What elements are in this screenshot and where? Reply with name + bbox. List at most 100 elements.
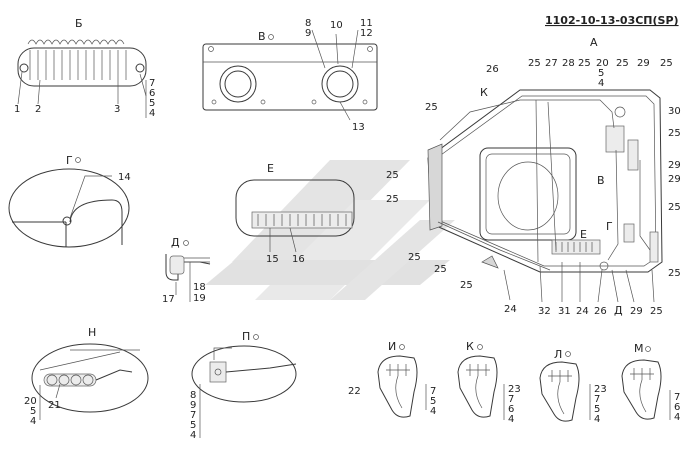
label-a-26: 26: [486, 64, 499, 75]
view-p: П 8 9 7 5 4: [190, 330, 297, 441]
label-l-5: 5: [594, 404, 600, 415]
view-d-label: Д: [171, 236, 180, 249]
label-b-7: 7: [149, 78, 155, 89]
label-k-4: 4: [508, 414, 514, 425]
label-i-7: 7: [430, 386, 436, 397]
view-n: Н 20 5 4 21: [24, 326, 149, 427]
view-v: В 8 9 10 11 12 13: [202, 18, 378, 133]
view-b: Б 1 2 3 7 6 5 4: [14, 17, 155, 119]
label-m-7: 7: [674, 392, 680, 403]
label-n-5: 5: [30, 406, 36, 417]
label-a-25j: 25: [408, 252, 421, 263]
label-l-4: 4: [594, 414, 600, 425]
label-i-4: 4: [430, 406, 436, 417]
label-b-5: 5: [149, 98, 155, 109]
label-b-1: 1: [14, 104, 20, 115]
label-a-V: В: [597, 174, 605, 187]
drawing-title: 1102-10-13-03СП(SP): [545, 14, 679, 27]
view-d: Д 17 18 19: [162, 236, 211, 305]
label-a-27: 27: [545, 58, 558, 69]
label-a-25f: 25: [668, 128, 681, 139]
label-p-5: 5: [190, 420, 196, 431]
view-n-label: Н: [88, 326, 96, 339]
view-e: Е 15 16: [235, 162, 355, 265]
label-n-21: 21: [48, 400, 61, 411]
label-m-4: 4: [674, 412, 680, 423]
label-m-6: 6: [674, 402, 680, 413]
view-i-label: И: [388, 340, 396, 353]
label-a-29b: 29: [668, 160, 681, 171]
label-d-19: 19: [193, 293, 206, 304]
label-b-4: 4: [149, 108, 155, 119]
label-a-32: 32: [538, 306, 551, 317]
label-a-E: Е: [580, 228, 587, 241]
label-b-2: 2: [35, 104, 41, 115]
view-b-label: Б: [75, 17, 83, 30]
label-k-23: 23: [508, 384, 521, 395]
label-a-20: 20: [596, 58, 609, 69]
label-v-12: 12: [360, 28, 373, 39]
label-a-25b: 25: [578, 58, 591, 69]
label-a-25g: 25: [668, 202, 681, 213]
label-v-8: 8: [305, 18, 311, 29]
label-k-7: 7: [508, 394, 514, 405]
label-a-K: К: [480, 86, 488, 99]
label-n-4: 4: [30, 416, 36, 427]
label-p-4: 4: [190, 430, 196, 441]
label-v-11: 11: [360, 18, 373, 29]
view-a-label: А: [590, 36, 598, 49]
label-v-9: 9: [305, 28, 311, 39]
label-a-25m: 25: [650, 306, 663, 317]
label-a-30: 30: [668, 106, 681, 117]
view-i: И 22 7 5 4: [348, 340, 436, 418]
label-a-25l: 25: [460, 280, 473, 291]
label-p-9: 9: [190, 400, 196, 411]
label-b-6: 6: [149, 88, 155, 99]
label-k-6: 6: [508, 404, 514, 415]
label-a-29c: 29: [668, 174, 681, 185]
label-a-25h: 25: [386, 170, 399, 181]
label-a-25e: 25: [425, 102, 438, 113]
label-i-5: 5: [430, 396, 436, 407]
label-p-8: 8: [190, 390, 196, 401]
label-a-G: Г: [606, 220, 613, 233]
label-a-28: 28: [562, 58, 575, 69]
label-a-4: 4: [598, 78, 604, 89]
view-k-label: К: [466, 340, 474, 353]
label-a-25c: 25: [616, 58, 629, 69]
label-a-5: 5: [598, 68, 604, 79]
label-n-20: 20: [24, 396, 37, 407]
label-a-24a: 24: [504, 304, 517, 315]
view-e-label: Е: [267, 162, 274, 175]
view-l: Л 23 7 5 4: [539, 348, 607, 425]
view-v-label: В: [258, 30, 266, 43]
label-a-26b: 26: [594, 306, 607, 317]
label-v-10: 10: [330, 20, 343, 31]
view-g: Г 14: [8, 154, 131, 248]
label-e-16: 16: [292, 254, 305, 265]
watermark-logo: [205, 160, 455, 300]
label-a-25n: 25: [668, 268, 681, 279]
label-i-22: 22: [348, 386, 361, 397]
label-a-25k: 25: [434, 264, 447, 275]
view-k: К 23 7 6 4: [457, 340, 521, 425]
label-a-25a: 25: [528, 58, 541, 69]
view-m: М 7 6 4: [621, 342, 680, 423]
label-a-D: Д: [614, 304, 623, 317]
label-d-18: 18: [193, 282, 206, 293]
label-a-25d: 25: [660, 58, 673, 69]
view-l-label: Л: [554, 348, 562, 361]
label-g-14: 14: [118, 172, 131, 183]
label-p-7: 7: [190, 410, 196, 421]
label-a-31: 31: [558, 306, 571, 317]
label-e-15: 15: [266, 254, 279, 265]
label-b-3: 3: [114, 104, 120, 115]
label-a-29a: 29: [637, 58, 650, 69]
label-d-17: 17: [162, 294, 175, 305]
label-a-24b: 24: [576, 306, 589, 317]
label-a-25i: 25: [386, 194, 399, 205]
view-m-label: М: [634, 342, 644, 355]
label-l-23: 23: [594, 384, 607, 395]
view-p-label: П: [242, 330, 250, 343]
